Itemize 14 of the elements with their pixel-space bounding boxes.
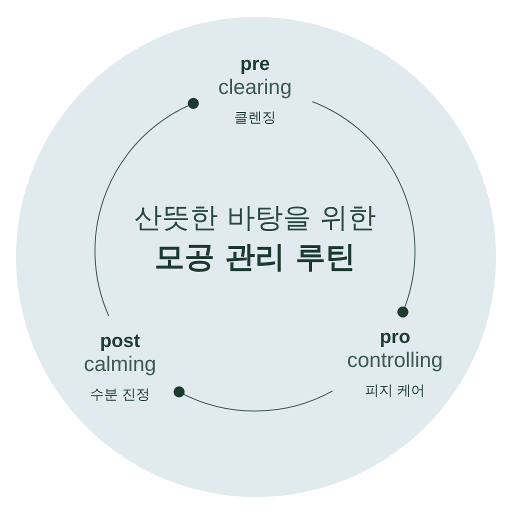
step-subtitle: controlling bbox=[347, 349, 443, 373]
heading-text: 산뜻한 바탕을 위한 bbox=[134, 201, 376, 235]
connector-arc bbox=[94, 98, 199, 317]
step-title: pro bbox=[380, 327, 410, 349]
step-subtitle: clearing bbox=[218, 76, 292, 100]
connector-arc bbox=[312, 101, 416, 318]
step-caption: 수분 진정 bbox=[90, 386, 150, 405]
step-title: pre bbox=[240, 54, 270, 76]
step-caption: 피지 케어 bbox=[364, 382, 426, 401]
step-subtitle: calming bbox=[84, 353, 156, 377]
bold-heading-text: 모공 관리 루틴 bbox=[154, 240, 356, 276]
step-caption: 클렌징 bbox=[234, 109, 276, 128]
connector-arc bbox=[174, 386, 334, 412]
step-title: post bbox=[100, 331, 140, 353]
